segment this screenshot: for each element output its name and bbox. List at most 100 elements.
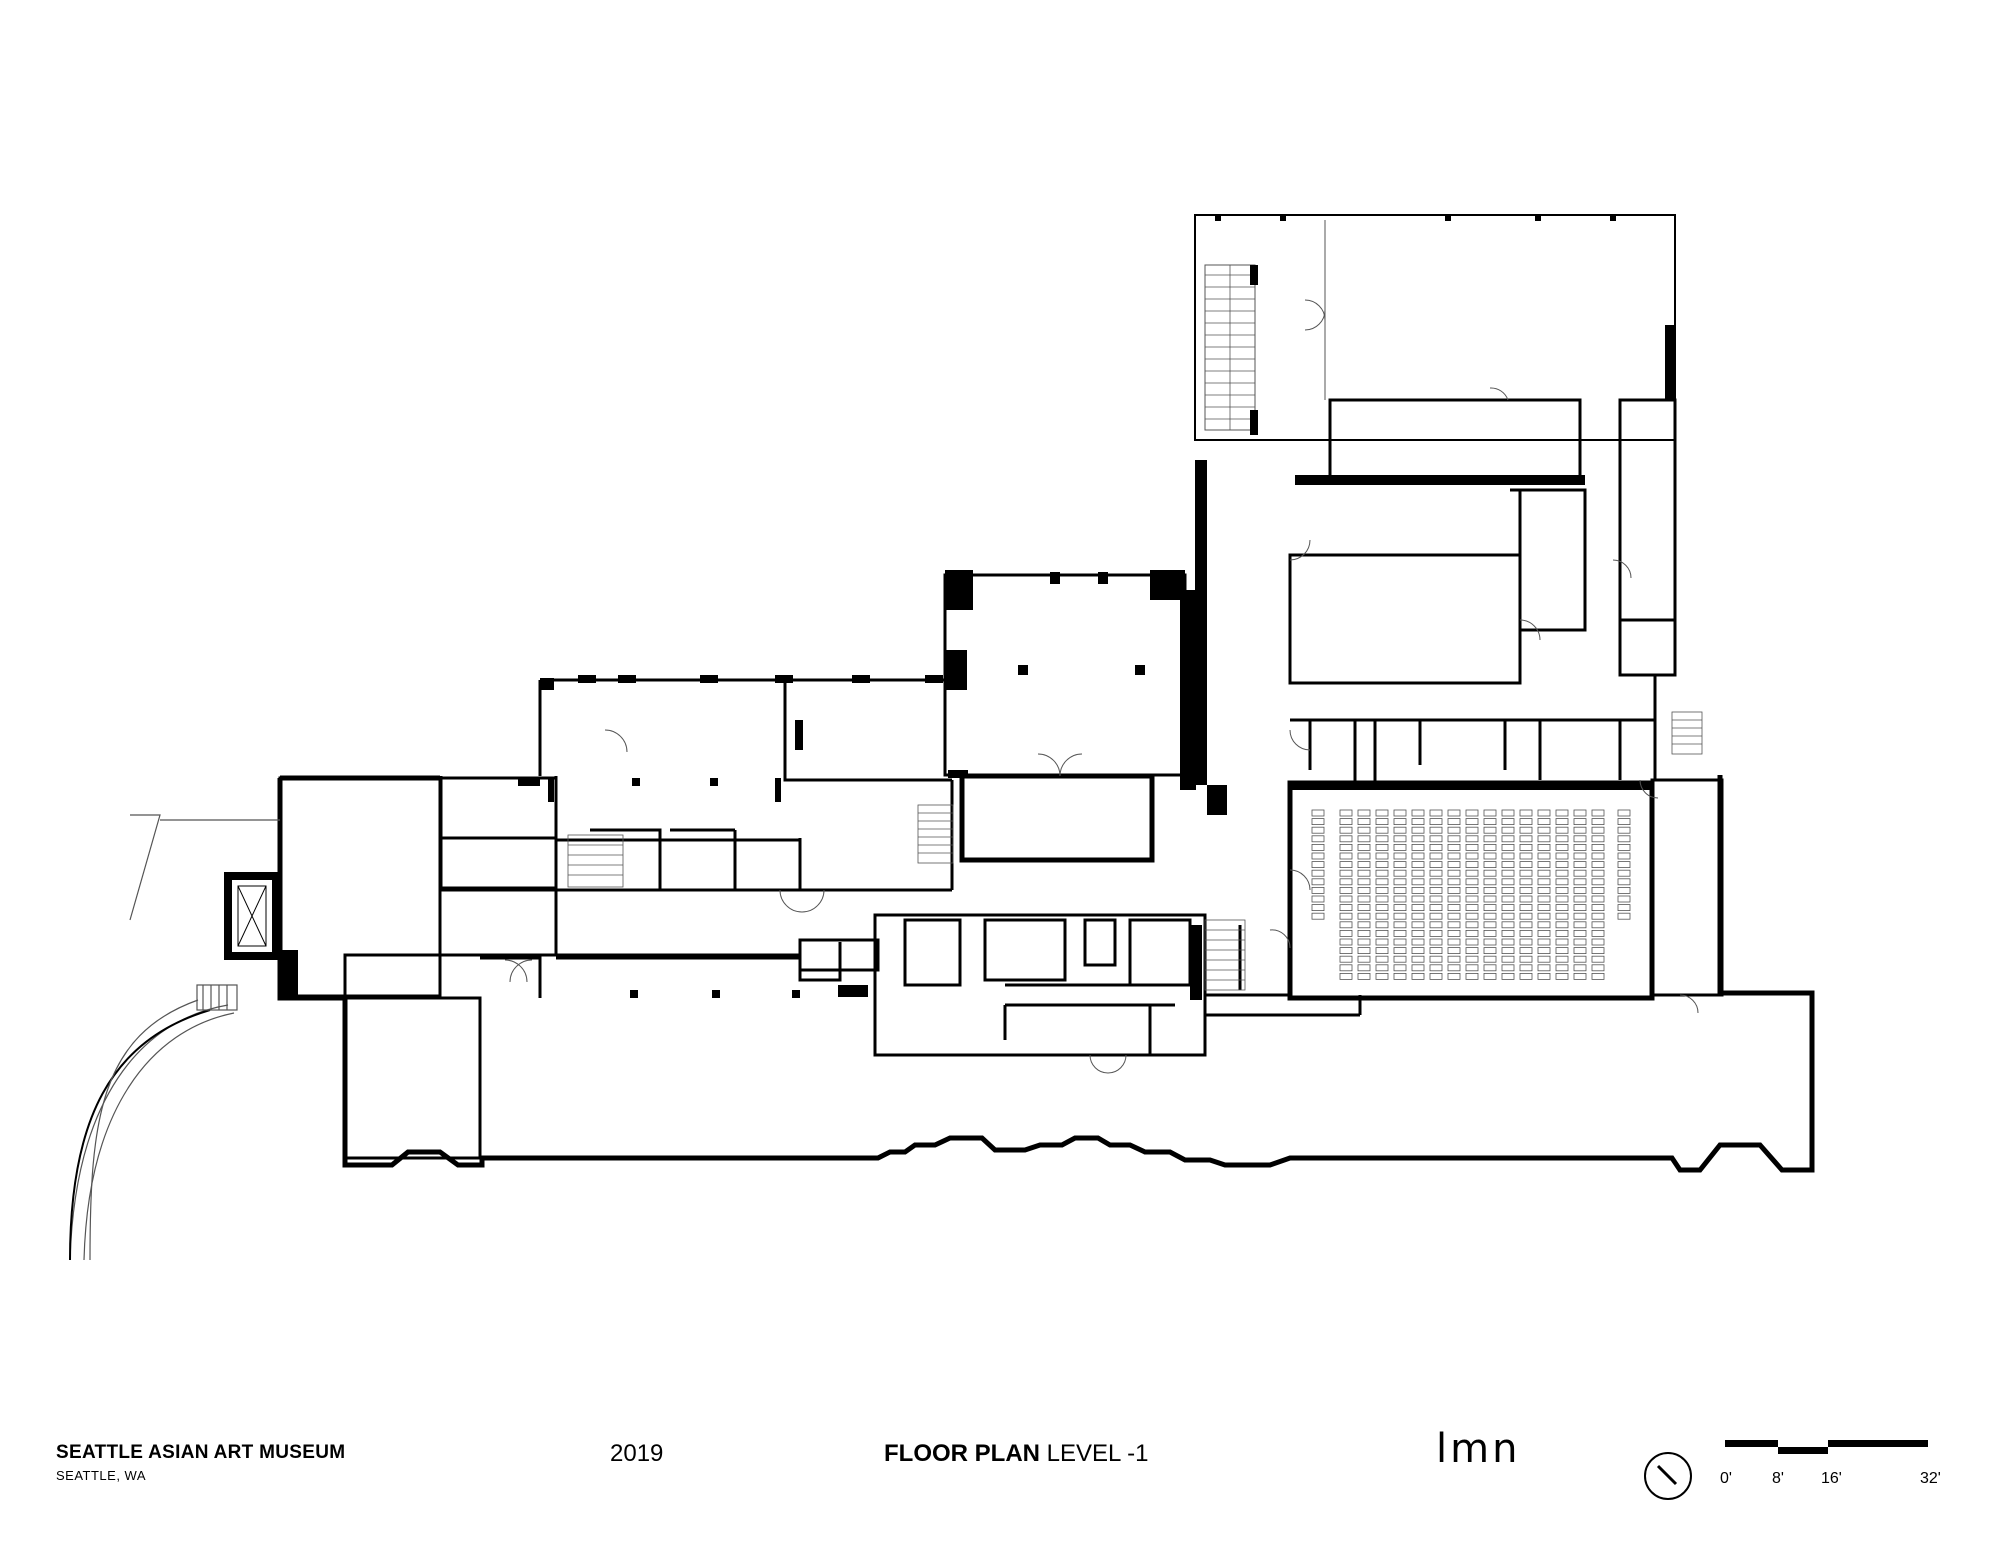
seat [1483,947,1497,954]
seat [1483,887,1497,894]
seat [1393,878,1407,886]
seat [1447,826,1461,834]
seat [1357,826,1371,834]
seat [1483,861,1497,868]
north-arrow-icon [1644,1452,1692,1500]
seat [1501,895,1515,903]
seat [1555,912,1569,920]
seat [1483,938,1497,946]
seat [1519,938,1533,946]
seat [1617,895,1631,903]
seat [1537,861,1551,868]
seat [1519,826,1533,834]
seat [1339,844,1353,851]
seat [1465,835,1479,843]
seat [1411,955,1425,963]
seat [1573,869,1587,877]
seat [1411,930,1425,937]
seat [1617,852,1631,860]
seat [1339,895,1353,903]
seat [1429,955,1443,963]
seat [1537,912,1551,920]
seat [1393,818,1407,825]
seat [1483,869,1497,877]
seat [1393,844,1407,851]
seat [1537,826,1551,834]
seat [1311,844,1325,851]
seat [1483,844,1497,851]
seat [1537,852,1551,860]
seat [1573,809,1587,817]
seat [1483,964,1497,972]
seat [1537,955,1551,963]
seat [1573,826,1587,834]
seat [1617,826,1631,834]
auditorium [1287,778,1724,1001]
seat [1537,878,1551,886]
seat [1519,878,1533,886]
seat [1519,912,1533,920]
seat [1393,912,1407,920]
seat [1617,835,1631,843]
seat [1393,826,1407,834]
seat [1537,930,1551,937]
seat [1573,964,1587,972]
seat [1375,947,1389,954]
seat [1339,973,1353,980]
seat [1617,818,1631,825]
seat [1519,921,1533,929]
seat [1357,955,1371,963]
seat [1501,887,1515,894]
lower-block-fills [838,925,1202,1000]
seat [1465,938,1479,946]
seat [1375,809,1389,817]
scale-label-32: 32' [1920,1470,1941,1487]
seat [1357,895,1371,903]
lower-service-block [798,913,1362,1057]
seat [1591,955,1605,963]
central-gallery [943,570,1196,863]
seat [1311,878,1325,886]
seat [1447,912,1461,920]
seat [1465,930,1479,937]
seat [1537,818,1551,825]
seat [1573,818,1587,825]
seat [1411,878,1425,886]
seat [1393,921,1407,929]
seat [1429,852,1443,860]
seat [1375,861,1389,868]
seat [1357,818,1371,825]
seat [1591,964,1605,972]
seat [1519,955,1533,963]
seat [1357,852,1371,860]
seat [1617,809,1631,817]
seat [1465,878,1479,886]
seat [1501,844,1515,851]
seat [1537,973,1551,980]
seat [1591,912,1605,920]
seat [1429,904,1443,911]
elevator-shaft [224,872,298,1000]
seat [1519,835,1533,843]
seat [1483,895,1497,903]
seat [1573,835,1587,843]
seat [1411,809,1425,817]
seat [1501,818,1515,825]
seat [1591,904,1605,911]
seat [1357,921,1371,929]
seat [1573,844,1587,851]
seat [1591,973,1605,980]
seat [1465,973,1479,980]
seat [1311,895,1325,903]
seat [1447,895,1461,903]
seat [1537,921,1551,929]
seat [1339,921,1353,929]
door-swings [504,299,1699,1074]
seat [1393,955,1407,963]
seat [1501,921,1515,929]
seat [1447,930,1461,937]
scale-label-8: 8' [1772,1470,1784,1487]
seat [1501,869,1515,877]
seat [1447,809,1461,817]
seat [1555,844,1569,851]
